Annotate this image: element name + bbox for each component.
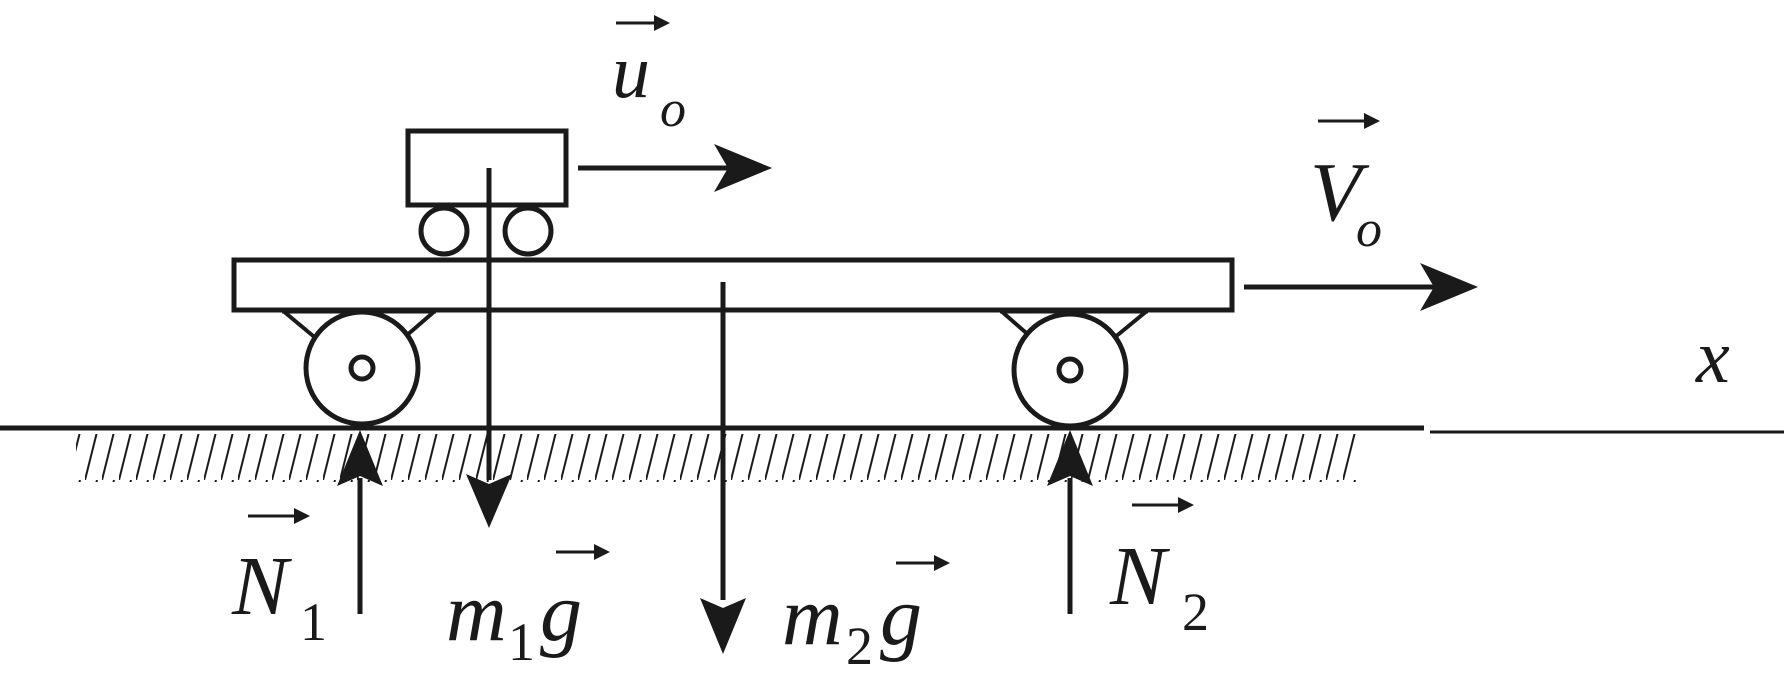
right-wheel-bracket-2 — [1112, 308, 1150, 340]
small-cart-right-wheel — [502, 205, 554, 257]
m2g-label-m: m — [782, 570, 843, 663]
platform-body — [231, 257, 1235, 313]
N2-label-sub: 2 — [1182, 582, 1209, 642]
m1g-gravity-arrow — [466, 168, 512, 528]
N1-label-sub: 1 — [300, 592, 327, 652]
N2-vector-mark-icon — [1132, 497, 1194, 513]
label-u0: u o — [612, 30, 686, 138]
small-cart-left-wheel — [418, 205, 470, 257]
label-m1g: m 1 g — [446, 566, 582, 672]
left-wheel-bracket — [280, 308, 320, 342]
right-wheel-axle — [1056, 356, 1084, 384]
V0-vector-mark-icon — [1318, 113, 1380, 129]
label-N2: N 2 — [1109, 530, 1209, 642]
m1g-label-sub: 1 — [508, 612, 535, 672]
m1g-label-m: m — [446, 566, 507, 659]
N1-vector-mark-icon — [248, 508, 310, 524]
ground — [0, 425, 1784, 482]
u0-label-sub: o — [660, 81, 686, 138]
m2g-label-g: g — [880, 570, 922, 663]
m2g-label-sub: 2 — [846, 616, 873, 676]
left-wheel-axle — [348, 354, 376, 382]
platform-cart — [231, 257, 1235, 429]
ground-hatching — [76, 434, 1356, 482]
u0-velocity-arrow — [578, 144, 772, 192]
vector-marks — [248, 15, 1380, 571]
u0-vector-mark-icon — [616, 15, 670, 31]
m2g-gravity-arrow — [700, 282, 746, 654]
label-V0: V o — [1310, 146, 1382, 258]
N2-label-main: N — [1109, 530, 1170, 623]
V0-label-main: V — [1310, 146, 1370, 239]
N2-normal-force-arrow — [1047, 430, 1093, 614]
x-axis-label: x — [1695, 315, 1730, 399]
m2g-vector-mark-icon — [896, 555, 950, 571]
left-wheel-bracket-2 — [404, 308, 438, 338]
N1-label-main: N — [231, 540, 292, 633]
m1g-vector-mark-icon — [556, 544, 610, 560]
label-N1: N 1 — [231, 540, 327, 652]
label-m2g: m 2 g — [782, 570, 922, 676]
m1g-label-g: g — [540, 566, 582, 659]
label-x-axis: x — [1695, 315, 1730, 399]
u0-label-main: u — [612, 30, 650, 114]
N1-normal-force-arrow — [337, 430, 383, 614]
V0-velocity-arrow — [1244, 263, 1478, 311]
V0-label-sub: o — [1356, 201, 1382, 258]
